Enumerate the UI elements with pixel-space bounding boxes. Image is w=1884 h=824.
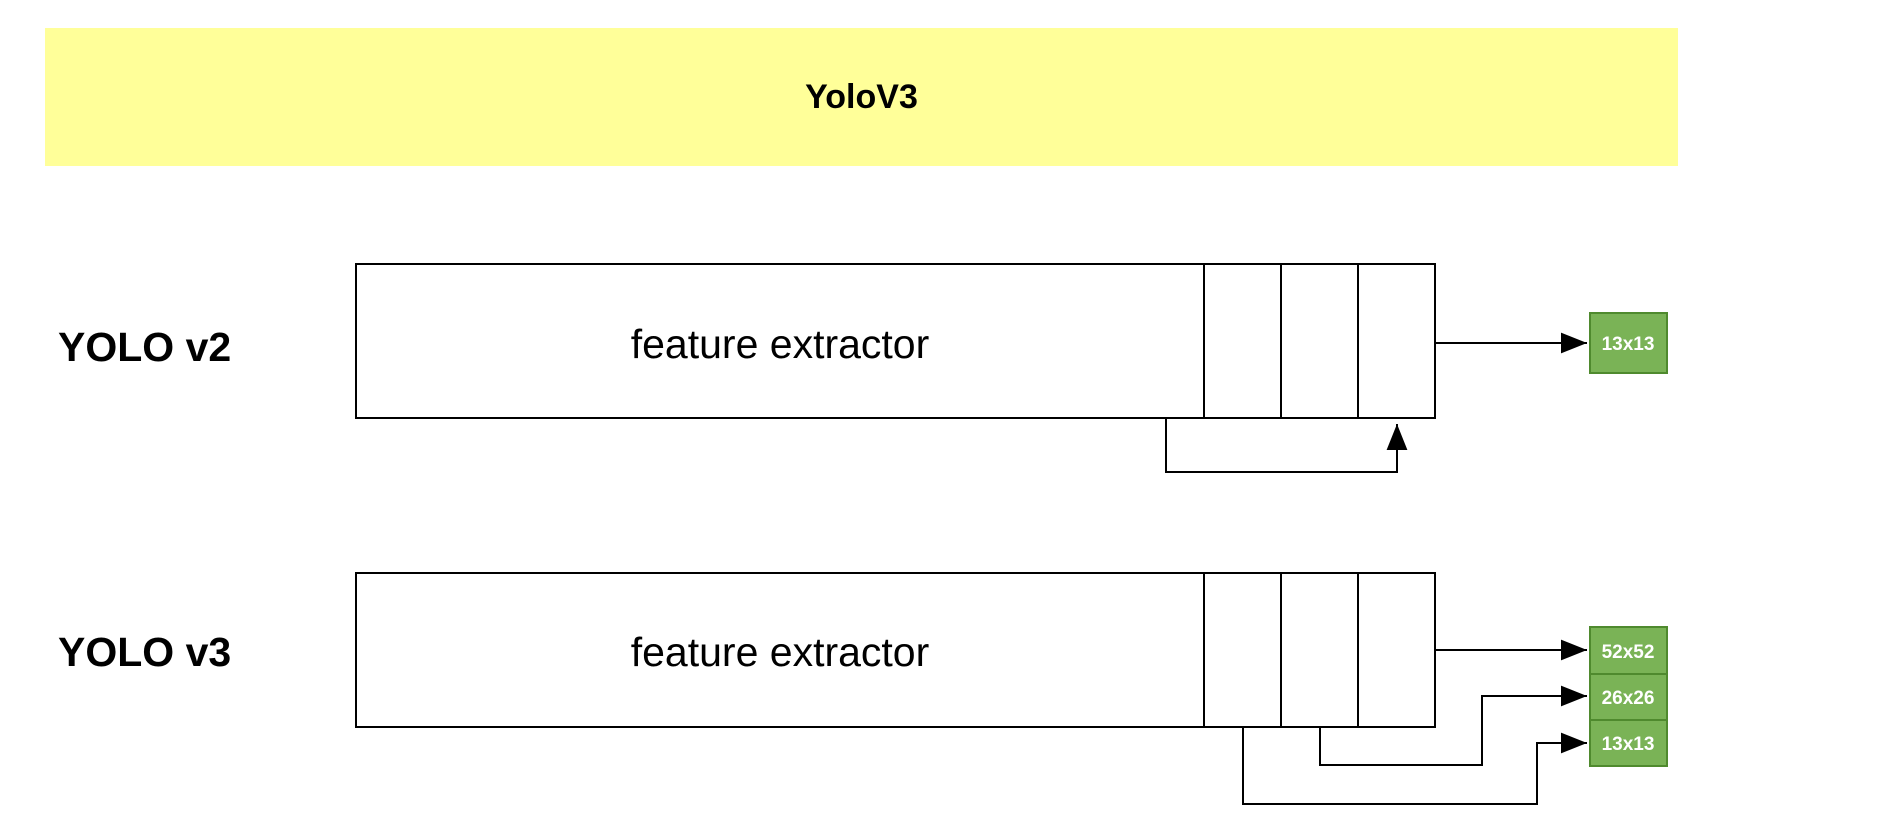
feature-extractor-label: feature extractor bbox=[631, 321, 930, 367]
yolo-v3-network: feature extractor 52x52 26x26 13x13 bbox=[355, 572, 1668, 805]
output-arrow-26 bbox=[1319, 685, 1587, 766]
output-grid-box bbox=[1589, 312, 1668, 374]
output-grid-label-13: 13x13 bbox=[1602, 734, 1655, 755]
output-grid-box-52 bbox=[1589, 626, 1668, 675]
yolo-v2-network: feature extractor 13x13 bbox=[355, 263, 1668, 473]
feature-extractor-box bbox=[355, 572, 1436, 728]
output-grid-box-13 bbox=[1589, 719, 1668, 767]
title-banner: YoloV3 bbox=[45, 28, 1678, 166]
output-grid-label: 13x13 bbox=[1602, 334, 1655, 355]
row-label-yolo-v2: YOLO v2 bbox=[58, 324, 232, 370]
output-grid-box-26 bbox=[1589, 673, 1668, 721]
feature-extractor-label: feature extractor bbox=[631, 629, 930, 675]
output-grid-label-52: 52x52 bbox=[1602, 642, 1655, 663]
row-label-yolo-v3: YOLO v3 bbox=[58, 629, 232, 675]
output-arrow-13 bbox=[1242, 727, 1587, 805]
feature-extractor-box bbox=[355, 263, 1436, 419]
skip-connection-arrow bbox=[1165, 418, 1408, 473]
diagram-title: YoloV3 bbox=[805, 77, 918, 116]
output-grid-label-26: 26x26 bbox=[1602, 688, 1655, 709]
